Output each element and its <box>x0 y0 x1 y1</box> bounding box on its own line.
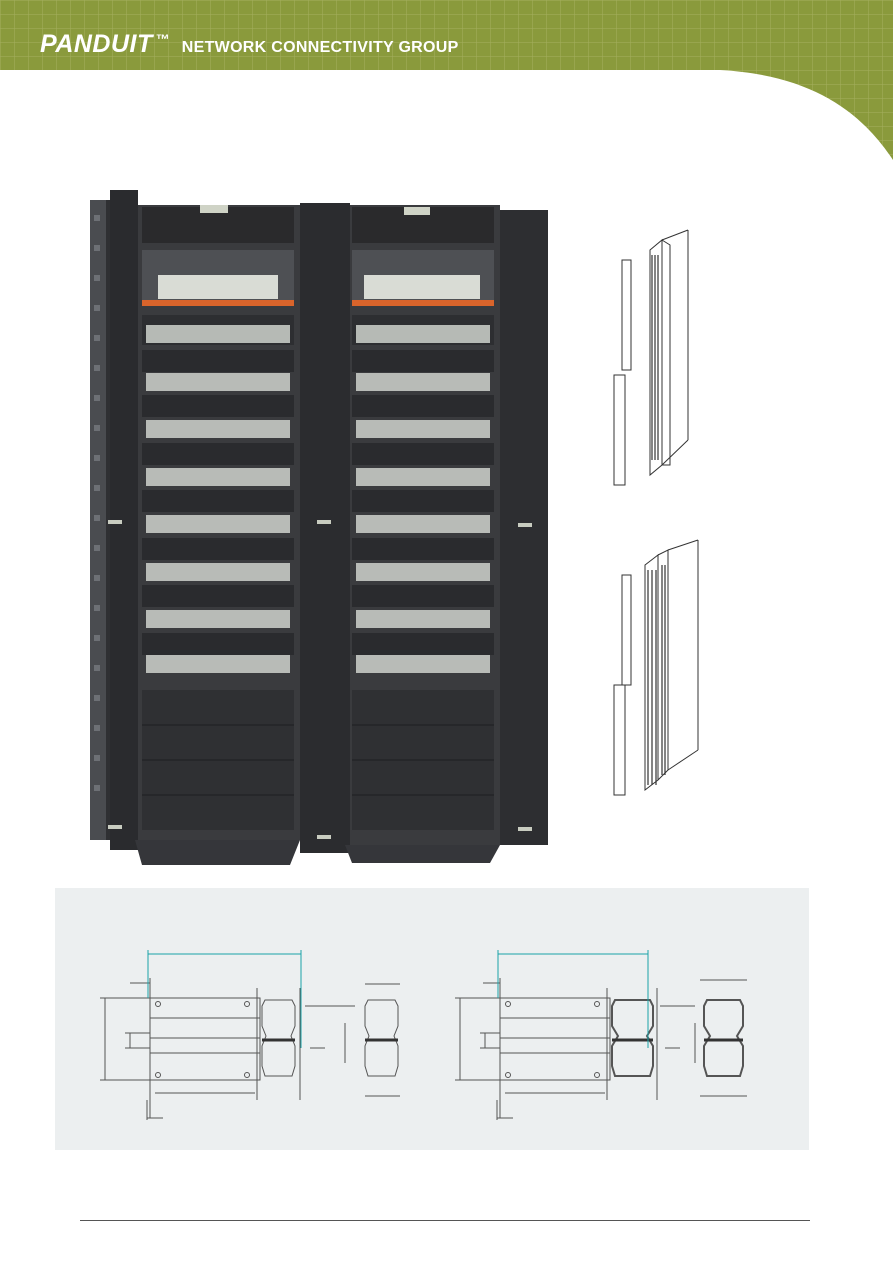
footer-rule <box>80 1220 810 1221</box>
group-name: NETWORK CONNECTIVITY GROUP <box>181 39 459 56</box>
brand-name: PANDUIT <box>40 30 153 58</box>
dimension-drawings <box>100 950 747 1120</box>
rack-photo <box>90 190 548 865</box>
header-background <box>0 0 893 160</box>
dimension-drawings-panel <box>55 888 809 1150</box>
vertical-manager-diagrams <box>613 229 699 796</box>
header-grid-band <box>0 0 893 160</box>
trademark-symbol: ™ <box>155 31 170 47</box>
